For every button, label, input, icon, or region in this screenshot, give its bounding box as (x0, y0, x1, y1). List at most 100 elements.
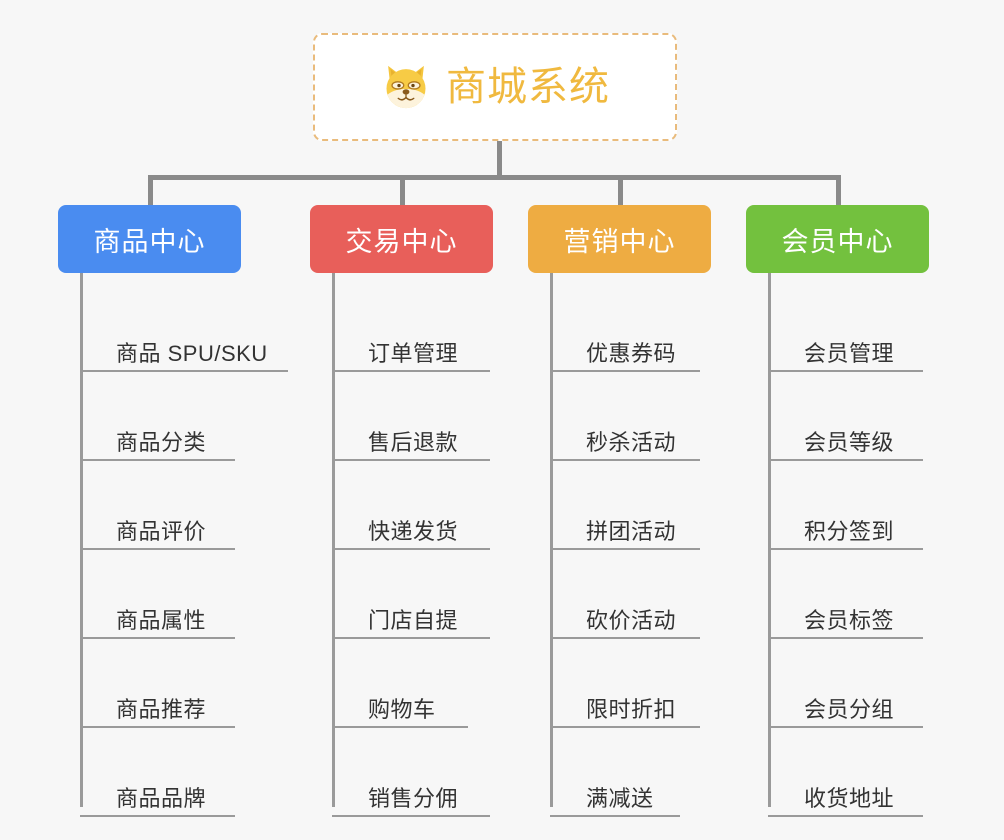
category-label-4: 会员中心 (781, 226, 894, 257)
category-label-3: 营销中心 (563, 226, 676, 257)
leaf-label: 拼团活动 (586, 518, 677, 544)
leaf-label: 快递发货 (368, 518, 459, 544)
leaf-underline (332, 548, 490, 550)
leaf-label: 会员标签 (804, 607, 895, 633)
trunk-line-3 (550, 273, 553, 807)
list-item[interactable]: 快递发货 (332, 461, 530, 550)
leaf-underline (80, 815, 235, 817)
list-item[interactable]: 商品推荐 (80, 639, 296, 728)
category-box-4[interactable]: 会员中心 (746, 205, 929, 273)
category-box-2[interactable]: 交易中心 (310, 205, 493, 273)
leaf-underline (80, 370, 288, 372)
leaf-list-2: 订单管理 售后退款 快递发货 门店自提 购物车 销售分佣 (332, 273, 530, 817)
leaf-label: 限时折扣 (586, 696, 677, 722)
leaf-label: 商品分类 (116, 429, 207, 455)
leaf-label: 商品评价 (116, 518, 207, 544)
leaf-label: 商品品牌 (116, 785, 207, 811)
leaf-label: 销售分佣 (368, 785, 459, 811)
leaf-list-3: 优惠券码 秒杀活动 拼团活动 砍价活动 限时折扣 满减送 (550, 273, 740, 817)
leaf-list-4: 会员管理 会员等级 积分签到 会员标签 会员分组 收货地址 (768, 273, 958, 817)
list-item[interactable]: 售后退款 (332, 372, 530, 461)
list-item[interactable]: 拼团活动 (550, 461, 740, 550)
leaf-label: 收货地址 (804, 785, 895, 811)
leaf-label: 积分签到 (804, 518, 895, 544)
category-label-1: 商品中心 (93, 226, 206, 257)
leaf-underline (332, 370, 490, 372)
list-item[interactable]: 会员分组 (768, 639, 958, 728)
leaf-label: 秒杀活动 (586, 429, 677, 455)
leaf-list-1: 商品 SPU/SKU 商品分类 商品评价 商品属性 商品推荐 商品品牌 (80, 273, 296, 817)
connector-horizontal-bus (150, 175, 840, 180)
list-item[interactable]: 会员等级 (768, 372, 958, 461)
connector-root-stem (497, 141, 502, 178)
leaf-underline (768, 459, 923, 461)
leaf-label: 满减送 (586, 785, 654, 811)
leaf-underline (550, 815, 680, 817)
leaf-underline (80, 459, 235, 461)
leaf-label: 会员管理 (804, 340, 895, 366)
leaf-underline (550, 637, 700, 639)
leaf-underline (332, 726, 468, 728)
category-box-1[interactable]: 商品中心 (58, 205, 241, 273)
list-item[interactable]: 订单管理 (332, 283, 530, 372)
list-item[interactable]: 秒杀活动 (550, 372, 740, 461)
list-item[interactable]: 销售分佣 (332, 728, 530, 817)
list-item[interactable]: 优惠券码 (550, 283, 740, 372)
leaf-label: 售后退款 (368, 429, 459, 455)
leaf-label: 购物车 (368, 696, 436, 722)
root-title: 商城系统 (446, 65, 610, 109)
leaf-label: 订单管理 (368, 340, 459, 366)
connector-drop-4 (836, 175, 841, 207)
leaf-underline (768, 637, 923, 639)
leaf-label: 门店自提 (368, 607, 459, 633)
list-item[interactable]: 会员管理 (768, 283, 958, 372)
branch-column-2: 交易中心 订单管理 售后退款 快递发货 门店自提 购物车 (310, 205, 530, 817)
leaf-label: 砍价活动 (586, 607, 677, 633)
list-item[interactable]: 满减送 (550, 728, 740, 817)
trunk-line-4 (768, 273, 771, 807)
list-item[interactable]: 会员标签 (768, 550, 958, 639)
list-item[interactable]: 收货地址 (768, 728, 958, 817)
leaf-underline (768, 370, 923, 372)
branch-column-1: 商品中心 商品 SPU/SKU 商品分类 商品评价 商品属性 商品推荐 (58, 205, 296, 817)
category-box-3[interactable]: 营销中心 (528, 205, 711, 273)
leaf-underline (550, 548, 700, 550)
leaf-underline (80, 548, 235, 550)
leaf-label: 会员等级 (804, 429, 895, 455)
list-item[interactable]: 限时折扣 (550, 639, 740, 728)
leaf-underline (332, 637, 490, 639)
list-item[interactable]: 商品属性 (80, 550, 296, 639)
leaf-label: 商品属性 (116, 607, 207, 633)
list-item[interactable]: 砍价活动 (550, 550, 740, 639)
list-item[interactable]: 商品品牌 (80, 728, 296, 817)
list-item[interactable]: 积分签到 (768, 461, 958, 550)
branch-column-4: 会员中心 会员管理 会员等级 积分签到 会员标签 会员分组 (746, 205, 958, 817)
leaf-underline (80, 726, 235, 728)
leaf-underline (768, 548, 923, 550)
list-item[interactable]: 商品评价 (80, 461, 296, 550)
leaf-label: 会员分组 (804, 696, 895, 722)
list-item[interactable]: 门店自提 (332, 550, 530, 639)
leaf-underline (550, 370, 700, 372)
branch-column-3: 营销中心 优惠券码 秒杀活动 拼团活动 砍价活动 限时折扣 (528, 205, 740, 817)
leaf-label: 优惠券码 (586, 340, 677, 366)
leaf-underline (550, 726, 700, 728)
leaf-underline (768, 815, 923, 817)
leaf-underline (550, 459, 700, 461)
leaf-underline (768, 726, 923, 728)
leaf-underline (80, 637, 235, 639)
shiba-dog-face-icon (386, 65, 426, 110)
list-item[interactable]: 商品 SPU/SKU (80, 283, 296, 372)
root-node[interactable]: 商城系统 (313, 33, 677, 141)
leaf-label: 商品推荐 (116, 696, 207, 722)
leaf-underline (332, 815, 490, 817)
connector-drop-3 (618, 175, 623, 207)
list-item[interactable]: 购物车 (332, 639, 530, 728)
category-label-2: 交易中心 (345, 226, 458, 257)
connector-drop-2 (400, 175, 405, 207)
trunk-line-1 (80, 273, 83, 807)
leaf-label: 商品 SPU/SKU (116, 340, 268, 366)
list-item[interactable]: 商品分类 (80, 372, 296, 461)
trunk-line-2 (332, 273, 335, 807)
connector-drop-1 (148, 175, 153, 207)
